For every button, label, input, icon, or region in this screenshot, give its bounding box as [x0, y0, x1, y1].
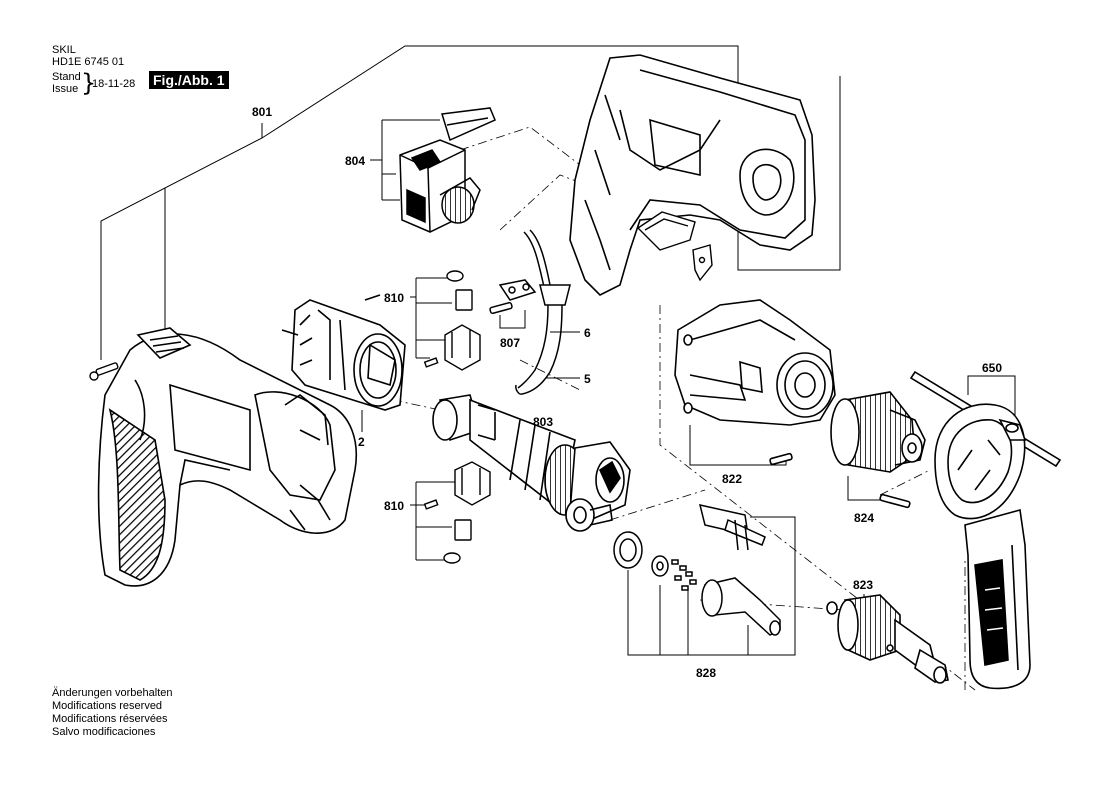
brush-holder-top	[423, 270, 481, 371]
callout-810-top: 810	[384, 291, 404, 305]
switch-button	[636, 211, 713, 282]
callout-801: 801	[252, 105, 272, 119]
drill-chuck	[830, 391, 926, 509]
callout-5: 5	[584, 372, 591, 386]
motor-housing	[97, 327, 357, 587]
housing-half	[569, 54, 816, 296]
power-cord	[489, 229, 571, 395]
brace-glyph: }	[81, 69, 97, 97]
modification-notes: Änderungen vorbehalten Modifications res…	[52, 687, 172, 739]
note-english: Modifications reserved	[52, 700, 163, 712]
stator	[281, 294, 406, 411]
brand-name: SKIL	[52, 44, 76, 56]
callout-828: 828	[696, 666, 716, 680]
gear-housing	[674, 299, 836, 466]
callout-2: 2	[358, 435, 365, 449]
callout-6: 6	[584, 326, 591, 340]
stand-label: Stand	[52, 71, 81, 83]
issue-date: 18-11-28	[92, 78, 136, 90]
armature	[432, 394, 631, 532]
note-french: Modifications réservées	[52, 713, 168, 725]
switch-module	[399, 107, 496, 233]
callout-804: 804	[345, 154, 365, 168]
document-number: HD1E 6745 01	[52, 56, 125, 68]
gear-set	[613, 504, 781, 636]
callout-824: 824	[854, 511, 874, 525]
issue-label: Issue	[52, 83, 79, 95]
callout-822: 822	[722, 472, 742, 486]
figure-label: Fig./Abb. 1	[149, 71, 229, 89]
callout-803: 803	[533, 415, 553, 429]
note-german: Änderungen vorbehalten	[52, 687, 173, 699]
callout-823: 823	[853, 578, 873, 592]
note-spanish: Salvo modificaciones	[52, 726, 156, 738]
callout-807: 807	[500, 336, 520, 350]
callout-650: 650	[982, 361, 1002, 375]
brush-holder-bottom	[423, 461, 491, 564]
auxiliary-handle	[909, 370, 1062, 690]
spindle-assembly	[826, 594, 949, 684]
callout-810-bottom: 810	[384, 499, 404, 513]
callout-labels: 801 804 810 807 6 5 2 803 810 650 822 82…	[252, 105, 1002, 680]
housing-screw-left	[89, 362, 119, 381]
